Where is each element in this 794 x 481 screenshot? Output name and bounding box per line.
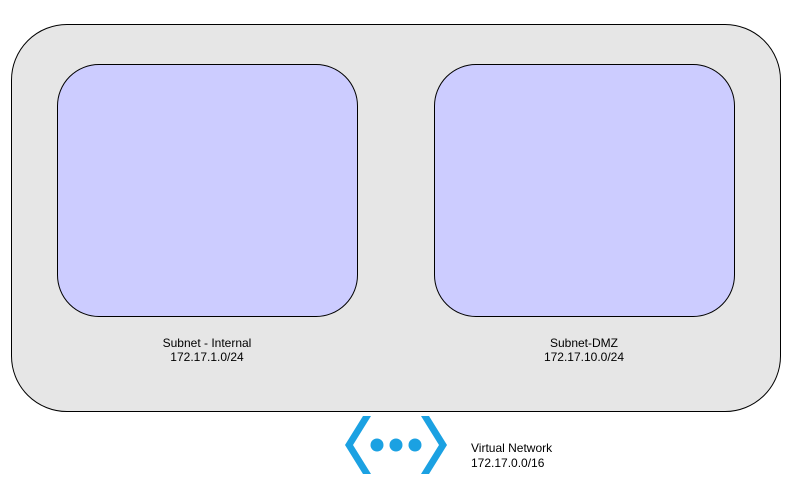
vnet-right-chevron bbox=[421, 416, 447, 474]
virtual-network-label: Virtual Network 172.17.0.0/16 bbox=[471, 441, 552, 471]
subnet-internal-label: Subnet - Internal 172.17.1.0/24 bbox=[77, 336, 337, 364]
vnet-dot bbox=[389, 438, 403, 452]
virtual-network-icon bbox=[345, 416, 447, 474]
subnet-internal-name: Subnet - Internal bbox=[162, 336, 252, 350]
virtual-network-cidr: 172.17.0.0/16 bbox=[471, 456, 545, 470]
subnet-internal-cidr: 172.17.1.0/24 bbox=[170, 350, 244, 364]
vnet-dot bbox=[408, 438, 422, 452]
subnet-dmz-label: Subnet-DMZ 172.17.10.0/24 bbox=[454, 336, 714, 364]
subnet-dmz-name: Subnet-DMZ bbox=[549, 336, 619, 350]
vnet-left-chevron bbox=[345, 416, 371, 474]
subnet-dmz-cidr: 172.17.10.0/24 bbox=[543, 350, 625, 364]
subnet-dmz-box bbox=[434, 64, 735, 317]
virtual-network-name: Virtual Network bbox=[471, 441, 553, 455]
subnet-internal-box bbox=[57, 64, 358, 317]
vnet-dot bbox=[370, 438, 384, 452]
